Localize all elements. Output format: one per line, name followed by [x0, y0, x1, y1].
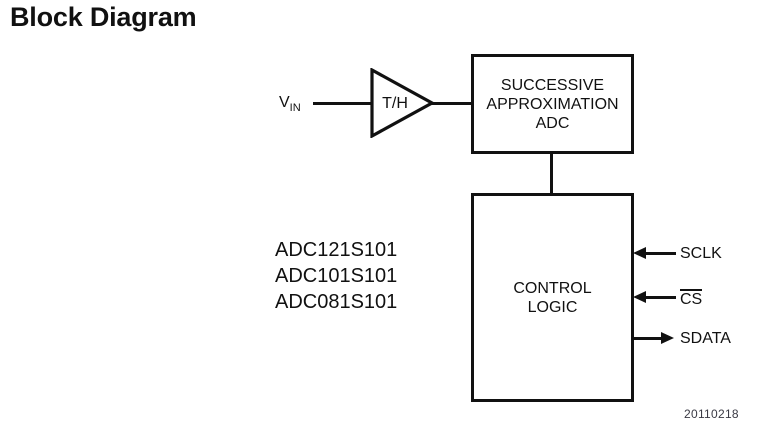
sclk-signal-label: SCLK: [680, 245, 722, 262]
part-number-2: ADC101S101: [275, 265, 398, 287]
control-logic-line-2: LOGIC: [527, 298, 578, 316]
sar-adc-line-3: ADC: [535, 114, 570, 132]
control-logic-line-1: CONTROL: [513, 279, 592, 297]
sar-adc-block: SUCCESSIVE APPROXIMATION ADC: [471, 54, 634, 154]
sdata-wire: [634, 337, 663, 340]
track-hold-amplifier-symbol: [370, 68, 434, 138]
control-logic-block: CONTROL LOGIC: [471, 193, 634, 402]
track-hold-label: T/H: [382, 95, 408, 112]
adc-to-control-wire: [550, 152, 553, 195]
cs-overline-text: CS: [680, 289, 703, 308]
part-number-3: ADC081S101: [275, 291, 398, 313]
sdata-arrowhead-icon: [661, 332, 674, 344]
vin-wire: [313, 102, 373, 105]
cs-wire: [645, 296, 676, 299]
sar-adc-line-1: SUCCESSIVE: [500, 76, 605, 94]
part-number-1: ADC121S101: [275, 239, 398, 261]
cs-signal-label: CS: [680, 289, 703, 309]
cs-arrowhead-icon: [633, 291, 646, 303]
vin-base: V: [279, 94, 290, 111]
part-number-list: ADC121S101 ADC101S101 ADC081S101: [275, 237, 397, 315]
figure-date-code: 20110218: [684, 407, 739, 421]
sclk-arrowhead-icon: [633, 247, 646, 259]
page-title: Block Diagram: [10, 2, 197, 32]
vin-input-label: VIN: [279, 94, 301, 114]
vin-subscript: IN: [289, 102, 301, 115]
sclk-wire: [645, 252, 676, 255]
sar-adc-line-2: APPROXIMATION: [486, 95, 619, 113]
amplifier-output-wire: [430, 102, 472, 105]
sdata-signal-label: SDATA: [680, 330, 731, 347]
